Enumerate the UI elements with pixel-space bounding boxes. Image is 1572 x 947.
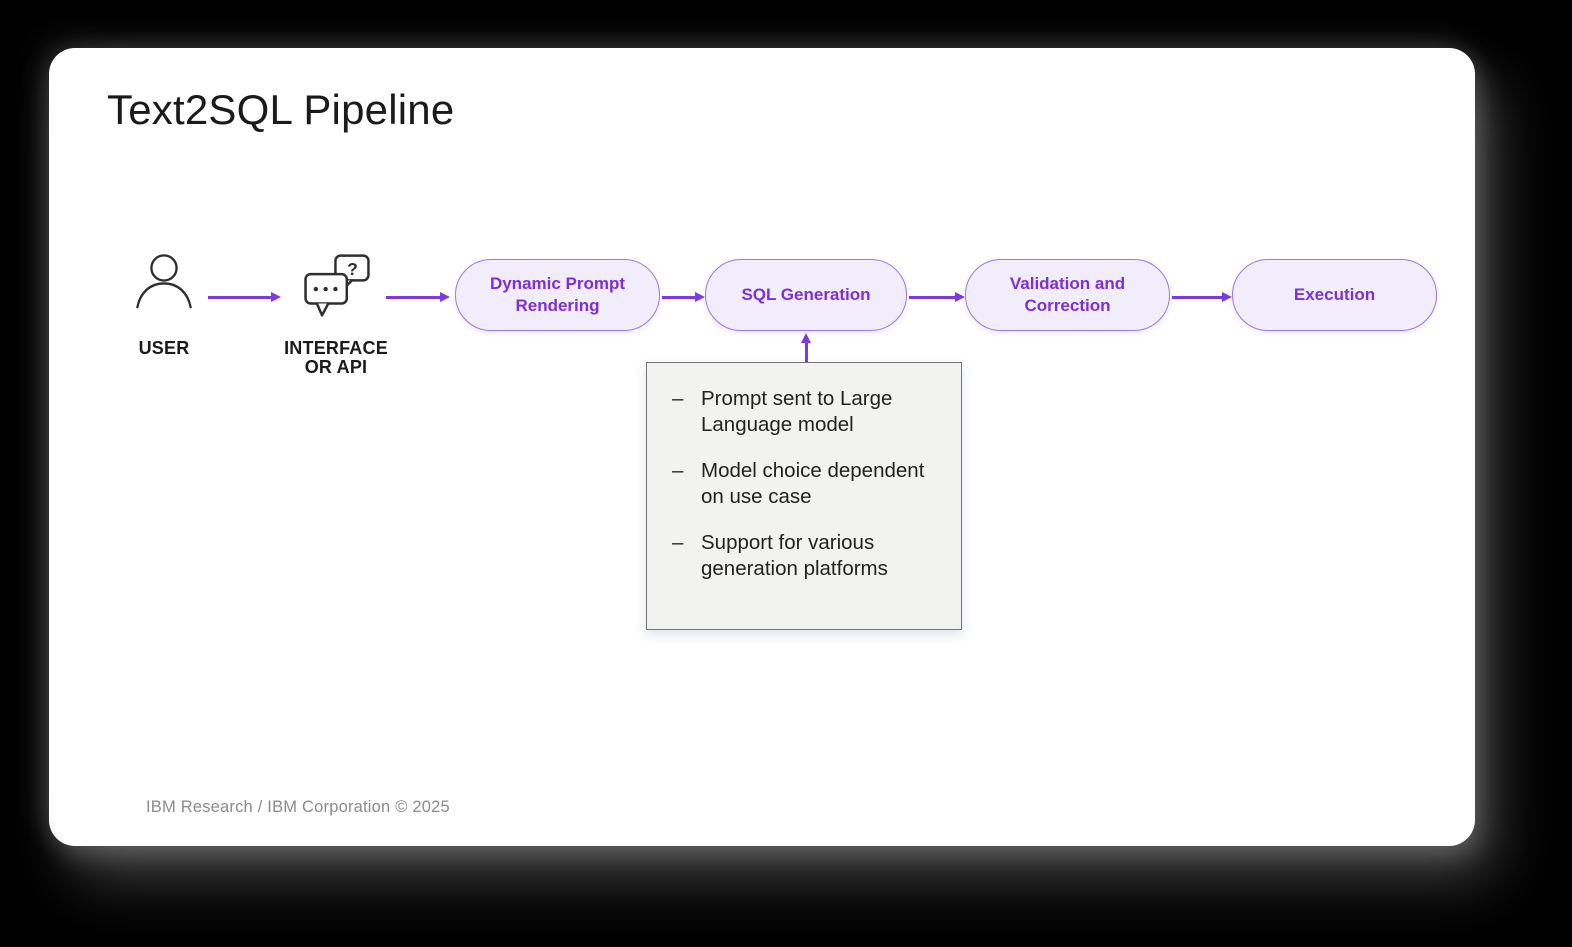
chat-bubbles-icon: ? [304,254,370,318]
arrow-stage1-to-stage2 [662,296,695,299]
slide-card: Text2SQL Pipeline USER ? INTERFACE OR AP… [49,48,1475,846]
person-icon [133,251,195,313]
interface-label: INTERFACE OR API [284,338,388,377]
page-title: Text2SQL Pipeline [107,86,455,133]
arrow-stage2-to-stage3 [909,296,955,299]
stage-validation-and-correction: Validation and Correction [965,259,1170,331]
note-item: – Prompt sent to Large Language model [672,386,943,438]
stage-dynamic-prompt-rendering: Dynamic Prompt Rendering [455,259,660,331]
arrow-interface-to-stage1 [386,296,440,299]
bullet-dash: – [672,459,684,482]
note-item: – Model choice dependent on use case [672,458,943,510]
bullet-dash: – [672,387,684,410]
arrow-stage3-to-stage4 [1172,296,1222,299]
bullet-dash: – [672,531,684,554]
stage-sql-generation: SQL Generation [705,259,907,331]
note-item-text: Prompt sent to Large Language model [701,387,893,436]
question-mark-glyph: ? [347,259,358,279]
note-item-text: Model choice dependent on use case [701,459,925,508]
arrow-note-to-sql-generation [805,342,808,362]
stage-execution: Execution [1232,259,1437,331]
user-label: USER [138,338,190,358]
note-item-text: Support for various generation platforms [701,531,888,580]
copyright-footer: IBM Research / IBM Corporation © 2025 [146,798,450,816]
sql-generation-note: – Prompt sent to Large Language model – … [646,362,962,630]
note-item: – Support for various generation platfor… [672,530,943,582]
arrow-user-to-interface [208,296,271,299]
